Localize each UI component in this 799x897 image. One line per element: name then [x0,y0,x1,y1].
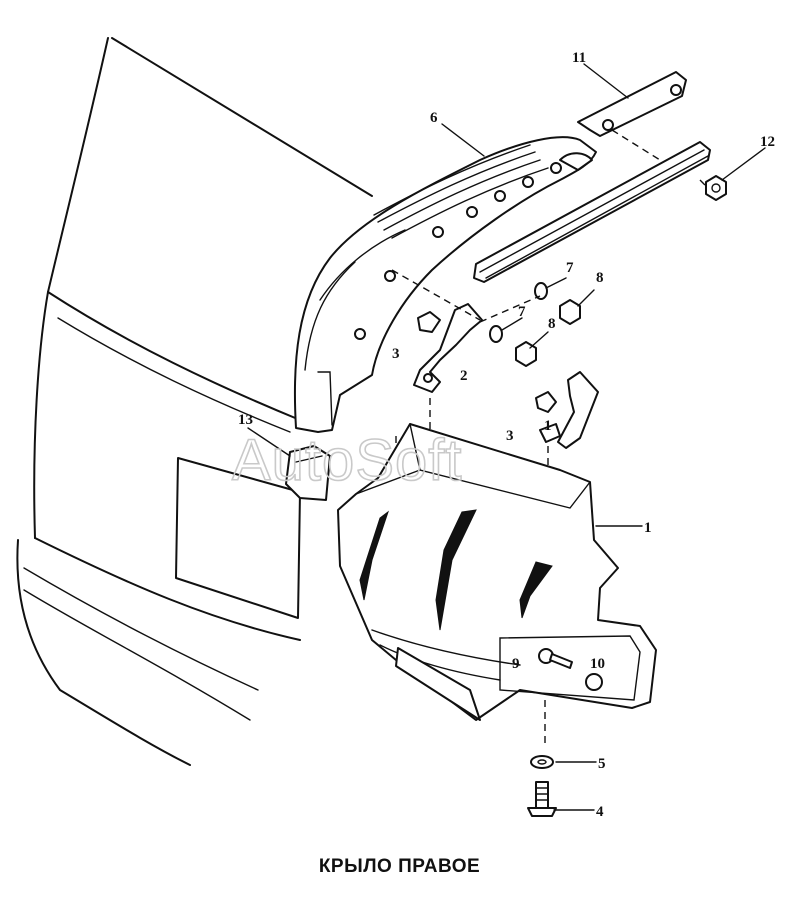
callout-10: 10 [590,656,605,672]
callout-13: 13 [238,412,253,428]
callout-4: 4 [596,804,604,820]
callout-3-lower: 3 [506,428,514,444]
washer-part-7-lower [489,325,503,343]
callout-1-bracket: 1 [544,418,552,434]
callout-8-upper: 8 [596,270,604,286]
nut-part-12 [699,175,727,201]
nut-part-8-upper [559,299,581,325]
callout-2: 2 [460,368,468,384]
callout-5: 5 [598,756,606,772]
support-rail [473,141,711,283]
bracket-part-2 [413,303,483,430]
diagram-caption: КРЫЛО ПРАВОЕ [318,856,481,877]
bolt-part-9 [538,648,573,669]
callouts: 6 11 12 7 8 7 8 3 2 3 1 1 13 9 10 5 4 [238,50,775,820]
mudguard-part-1 [337,423,657,721]
bracket-part-1b [539,371,599,449]
callout-8-lower: 8 [548,316,556,332]
callout-7-upper: 7 [566,260,574,276]
callout-3-upper: 3 [392,346,400,362]
washer-part-7-upper [534,282,548,300]
nut-part-10 [585,673,603,691]
callout-1: 1 [644,520,652,536]
leader-lines [247,63,766,811]
callout-11: 11 [572,50,586,66]
fender-arch-part-6 [293,136,597,433]
clip-part-3-upper [417,311,441,333]
cab-body-outline [16,37,373,766]
watermark: AutoSoft [232,428,462,493]
clip-part-13 [285,445,331,501]
washer-part-5 [530,755,554,769]
callout-7-lower: 7 [518,304,526,320]
clip-part-3-lower [535,391,557,413]
callout-6: 6 [430,110,438,126]
bolt-part-4 [527,781,557,817]
bracket-part-11 [577,71,687,161]
callout-9: 9 [512,656,520,672]
callout-12: 12 [760,134,775,150]
